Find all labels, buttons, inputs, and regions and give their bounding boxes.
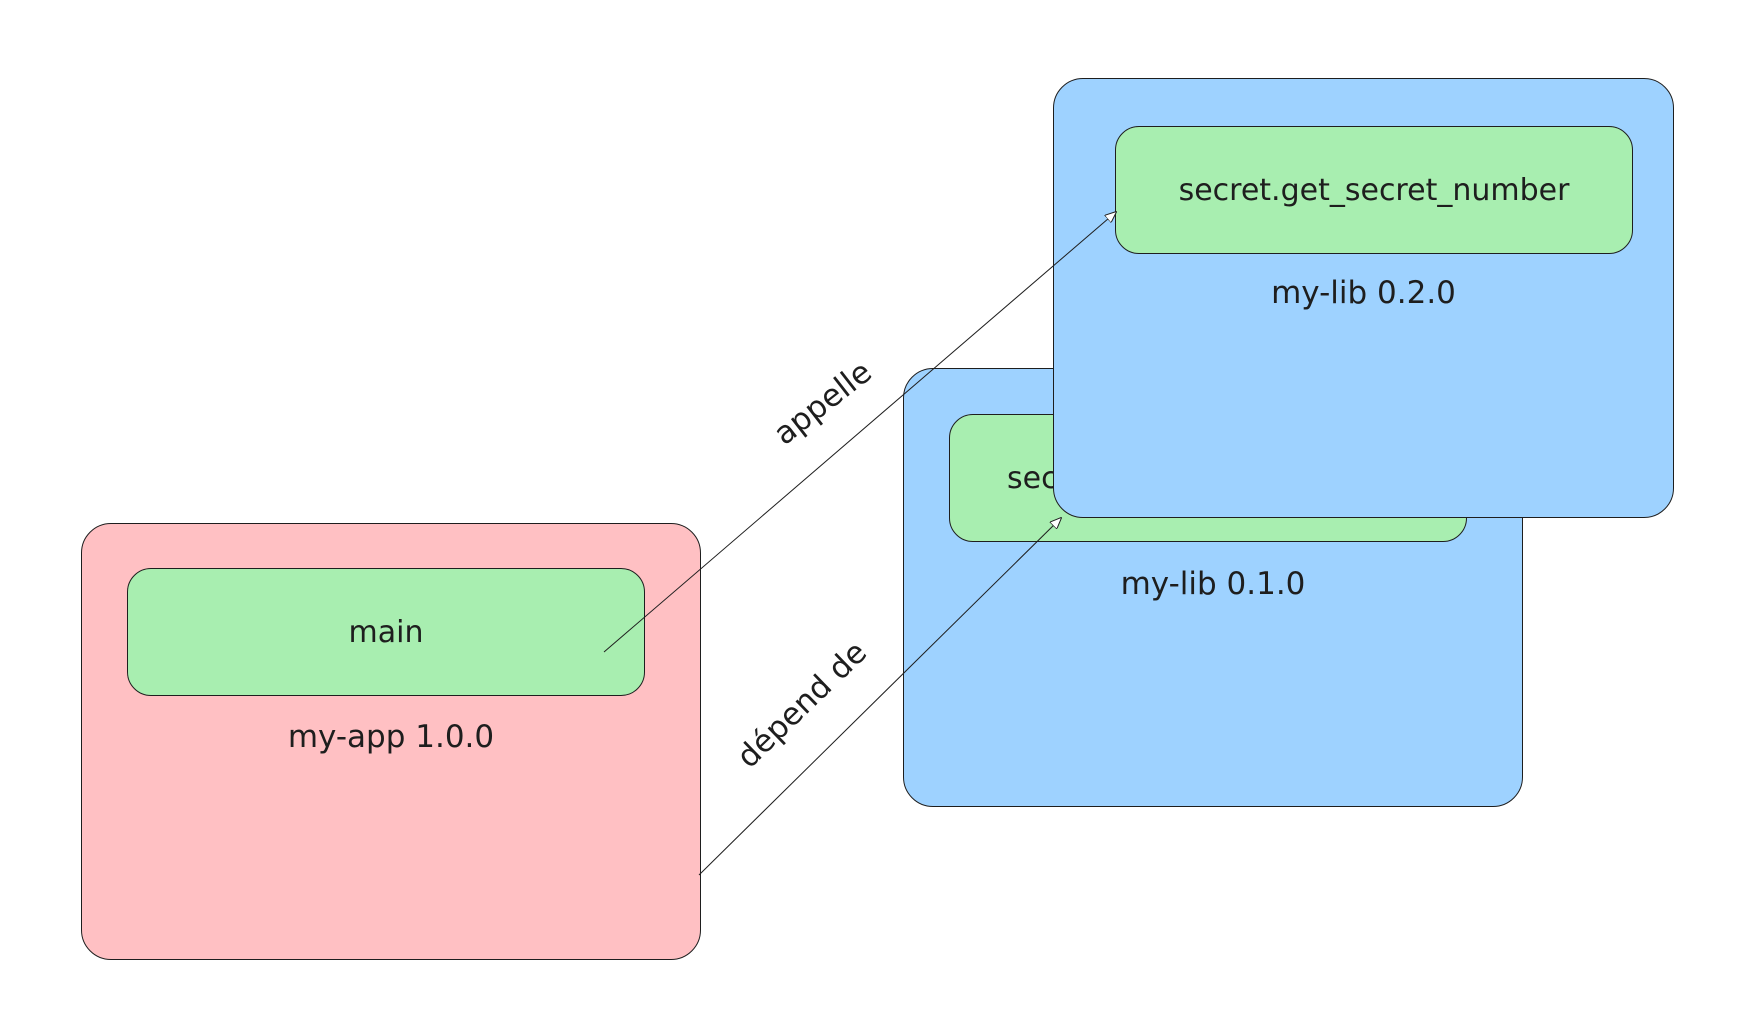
get-secret-number-function-label: secret.get_secret_number [1178, 172, 1570, 208]
old-secret-function-label: sec [1007, 460, 1058, 496]
depends-edge-label: dépend de [730, 634, 874, 775]
calls-edge-label: appelle [767, 354, 879, 452]
my-app-package: main my-app 1.0.0 [81, 523, 701, 960]
main-function-box: main [127, 568, 645, 696]
my-lib-0-2-0-package: secret.get_secret_number my-lib 0.2.0 [1053, 78, 1674, 518]
main-function-label: main [348, 614, 424, 650]
my-lib-0-1-0-label: my-lib 0.1.0 [1120, 566, 1306, 602]
my-lib-0-2-0-label: my-lib 0.2.0 [1271, 275, 1456, 311]
my-app-package-label: my-app 1.0.0 [287, 719, 495, 755]
get-secret-number-function-box: secret.get_secret_number [1115, 126, 1633, 254]
